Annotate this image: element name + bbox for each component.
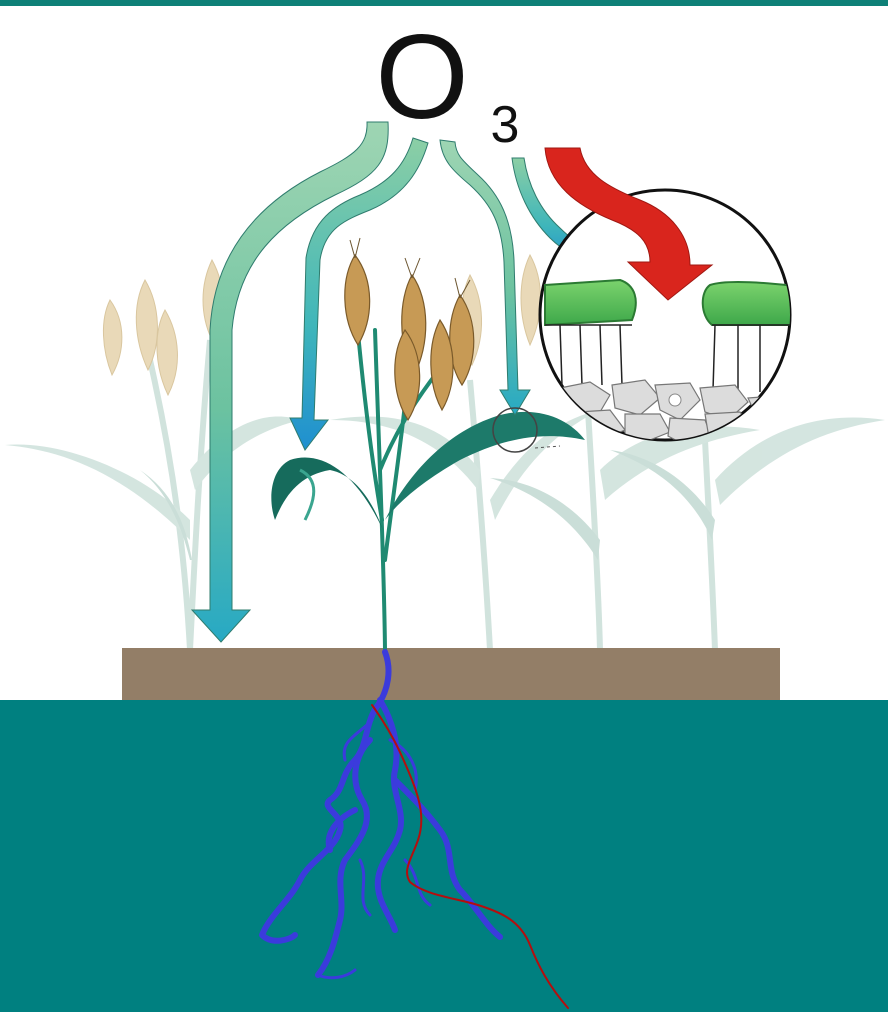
- top-frame-bar: [0, 0, 888, 6]
- guard-cell-left: [545, 280, 636, 325]
- soil-surface: [122, 648, 780, 700]
- guard-cell-right: [703, 282, 795, 325]
- ozone-formula-subscript: 3: [491, 96, 520, 154]
- left-leaf: [271, 458, 383, 530]
- ozone-molecule-icon: O 3: [375, 10, 519, 154]
- ozone-formula-main: O: [375, 10, 468, 144]
- underground-region: [0, 700, 888, 1012]
